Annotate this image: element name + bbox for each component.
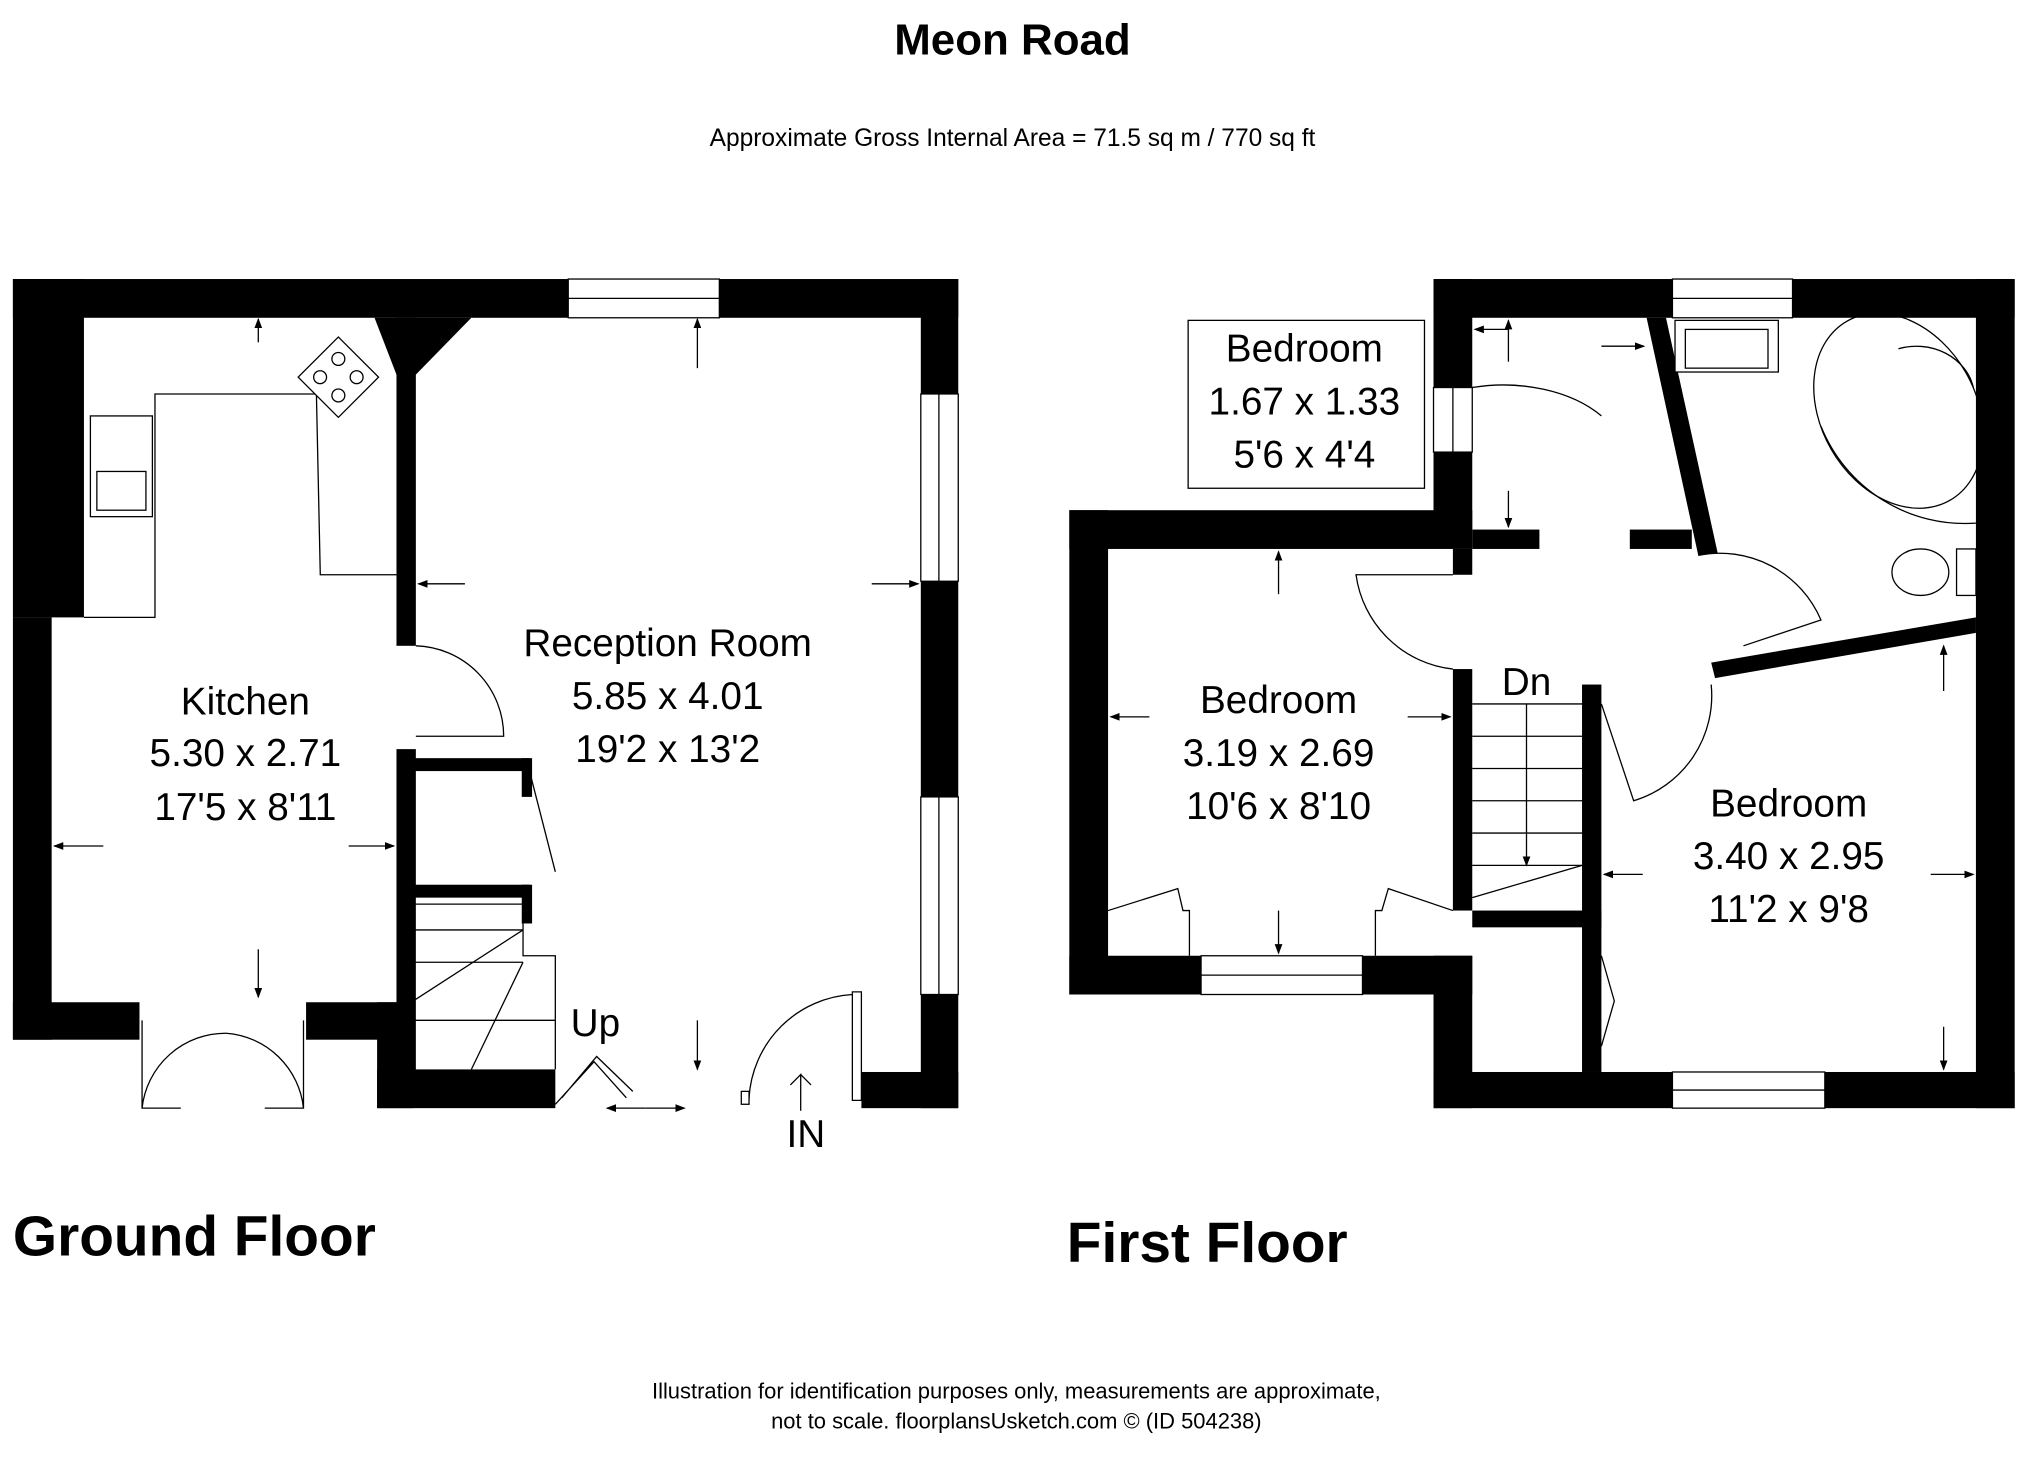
ground-floor-windows xyxy=(567,278,959,996)
stairs-up-label: Up xyxy=(571,1002,621,1045)
svg-text:3.40 x 2.95: 3.40 x 2.95 xyxy=(1693,835,1885,878)
basin-icon xyxy=(1674,319,1779,373)
svg-text:10'6 x 8'10: 10'6 x 8'10 xyxy=(1186,785,1371,828)
disclaimer-line-2: not to scale. floorplansUsketch.com © (I… xyxy=(771,1408,1262,1433)
ground-floor-heading: Ground Floor xyxy=(13,1205,376,1268)
svg-text:Bedroom: Bedroom xyxy=(1200,679,1357,722)
svg-text:17'5 x 8'11: 17'5 x 8'11 xyxy=(154,786,336,829)
svg-text:5.30 x 2.71: 5.30 x 2.71 xyxy=(150,732,342,775)
kitchen-fittings xyxy=(83,336,863,1109)
first-floor-windows xyxy=(1200,278,1826,1109)
first-floor-walls xyxy=(1069,279,2015,1109)
ground-floor-walls xyxy=(12,279,959,1109)
kitchen-label: Kitchen 5.30 x 2.71 17'5 x 8'11 xyxy=(150,680,342,829)
bath-icon xyxy=(1813,312,1984,509)
svg-text:5'6 x 4'4: 5'6 x 4'4 xyxy=(1233,434,1375,477)
svg-text:Reception Room: Reception Room xyxy=(523,622,812,665)
bathroom-fittings xyxy=(1355,312,1984,1047)
toilet-icon xyxy=(1891,548,1950,597)
dimension-arrows-first xyxy=(1109,319,1975,1071)
reception-room-label: Reception Room 5.85 x 4.01 19'2 x 13'2 xyxy=(523,622,812,771)
gross-area: Approximate Gross Internal Area = 71.5 s… xyxy=(710,125,1316,152)
entrance-label: IN xyxy=(786,1113,825,1156)
ground-floor-plan: Kitchen 5.30 x 2.71 17'5 x 8'11 Receptio… xyxy=(12,278,959,1268)
svg-text:11'2 x 9'8: 11'2 x 9'8 xyxy=(1708,888,1869,931)
stairs-down-label: Dn xyxy=(1502,661,1552,704)
first-floor-plan: Bedroom 1.67 x 1.33 5'6 x 4'4 Bedroom 3.… xyxy=(1067,278,2015,1275)
small-bedroom-label: Bedroom 1.67 x 1.33 5'6 x 4'4 xyxy=(1187,319,1426,489)
left-bedroom-label: Bedroom 3.19 x 2.69 10'6 x 8'10 xyxy=(1183,679,1375,828)
plan-title: Meon Road xyxy=(894,15,1131,64)
dimension-arrows-ground xyxy=(52,317,920,1113)
first-floor-stairs xyxy=(1107,703,1583,956)
svg-text:3.19 x 2.69: 3.19 x 2.69 xyxy=(1183,732,1375,775)
ground-stairs xyxy=(412,903,634,1105)
svg-text:19'2 x 13'2: 19'2 x 13'2 xyxy=(575,728,760,771)
svg-text:Bedroom: Bedroom xyxy=(1226,328,1383,371)
right-bedroom-label: Bedroom 3.40 x 2.95 11'2 x 9'8 xyxy=(1693,782,1885,931)
first-floor-heading: First Floor xyxy=(1067,1212,1348,1275)
hob-icon xyxy=(297,336,380,419)
svg-text:1.67 x 1.33: 1.67 x 1.33 xyxy=(1209,381,1401,424)
disclaimer-line-1: Illustration for identification purposes… xyxy=(652,1379,1381,1404)
svg-text:Kitchen: Kitchen xyxy=(181,680,310,723)
svg-text:Bedroom: Bedroom xyxy=(1710,782,1867,825)
sink-icon xyxy=(89,415,154,518)
svg-text:5.85 x 4.01: 5.85 x 4.01 xyxy=(572,675,764,718)
